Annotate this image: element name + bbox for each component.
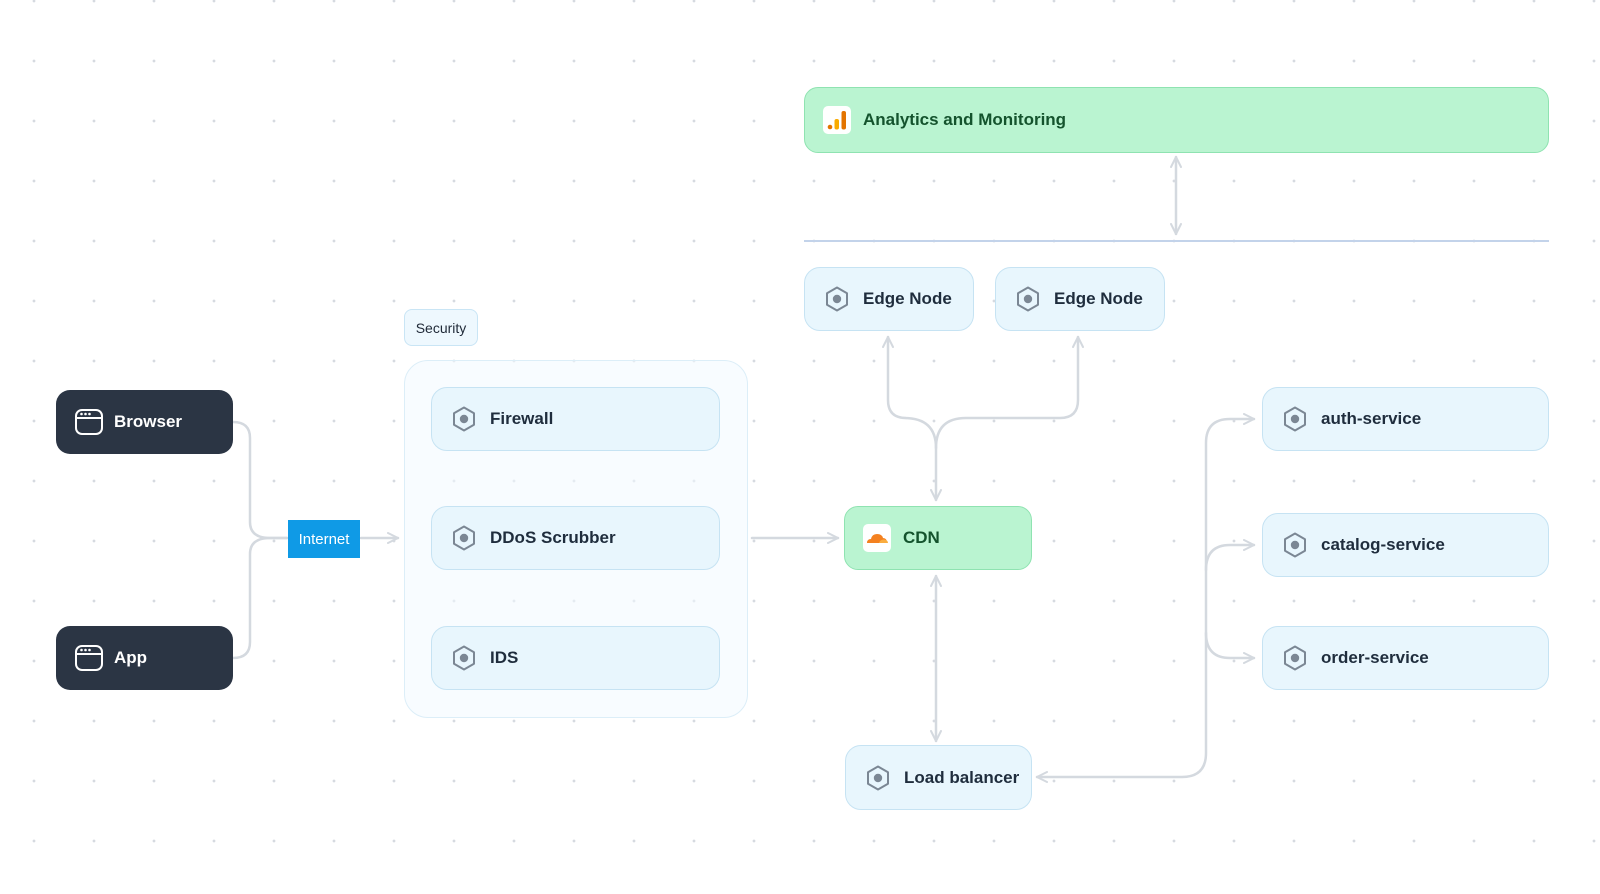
edge-browser-internet xyxy=(231,420,289,540)
cdn-label: CDN xyxy=(903,528,940,547)
edge-node-2[interactable]: Edge Node xyxy=(995,267,1165,331)
hexagon-icon xyxy=(453,406,475,432)
security-group-label[interactable]: Security xyxy=(404,309,478,346)
load-balancer-node[interactable]: Load balancer xyxy=(845,745,1032,810)
internet-node[interactable]: Internet xyxy=(288,520,360,558)
browser-window-icon xyxy=(75,409,103,435)
bar-chart-icon xyxy=(823,106,851,134)
auth-service-label: auth-service xyxy=(1321,409,1422,428)
hexagon-icon xyxy=(453,525,475,551)
edge-node-1-label: Edge Node xyxy=(863,289,952,308)
auth-service-node[interactable]: auth-service xyxy=(1262,387,1549,451)
ids-label: IDS xyxy=(490,648,519,667)
edge-app-internet xyxy=(231,536,289,660)
edge-cdn-edge1 xyxy=(882,335,942,502)
firewall-node[interactable]: Firewall xyxy=(431,387,720,451)
catalog-service-label: catalog-service xyxy=(1321,535,1445,554)
hexagon-icon xyxy=(1284,645,1306,671)
edge-to-catalog xyxy=(1204,539,1256,572)
ddos-scrubber-node[interactable]: DDoS Scrubber xyxy=(431,506,720,570)
hexagon-icon xyxy=(1284,532,1306,558)
order-service-label: order-service xyxy=(1321,648,1429,667)
browser-node[interactable]: Browser xyxy=(56,390,233,454)
hexagon-icon xyxy=(826,286,848,312)
catalog-service-node[interactable]: catalog-service xyxy=(1262,513,1549,577)
hexagon-icon xyxy=(867,765,889,790)
edge-loadbalancer-services xyxy=(1035,413,1256,783)
ddos-scrubber-label: DDoS Scrubber xyxy=(490,528,616,547)
cdn-node[interactable]: CDN xyxy=(844,506,1032,570)
cloudflare-cloud-icon xyxy=(863,524,891,552)
browser-label: Browser xyxy=(114,412,183,431)
analytics-monitoring-label: Analytics and Monitoring xyxy=(863,110,1067,129)
hexagon-icon xyxy=(1017,286,1039,312)
edge-node-1[interactable]: Edge Node xyxy=(804,267,974,331)
hexagon-icon xyxy=(453,645,475,671)
hexagon-icon xyxy=(1284,406,1306,432)
ids-node[interactable]: IDS xyxy=(431,626,720,690)
browser-window-icon xyxy=(75,645,103,671)
edge-node-2-label: Edge Node xyxy=(1054,289,1143,308)
app-label: App xyxy=(114,648,148,667)
edge-to-order xyxy=(1204,631,1256,664)
load-balancer-label: Load balancer xyxy=(904,767,1020,787)
firewall-label: Firewall xyxy=(490,409,554,428)
order-service-node[interactable]: order-service xyxy=(1262,626,1549,690)
analytics-monitoring-node[interactable]: Analytics and Monitoring xyxy=(804,87,1549,153)
app-node[interactable]: App xyxy=(56,626,233,690)
edge-cdn-edge2 xyxy=(934,335,1084,450)
